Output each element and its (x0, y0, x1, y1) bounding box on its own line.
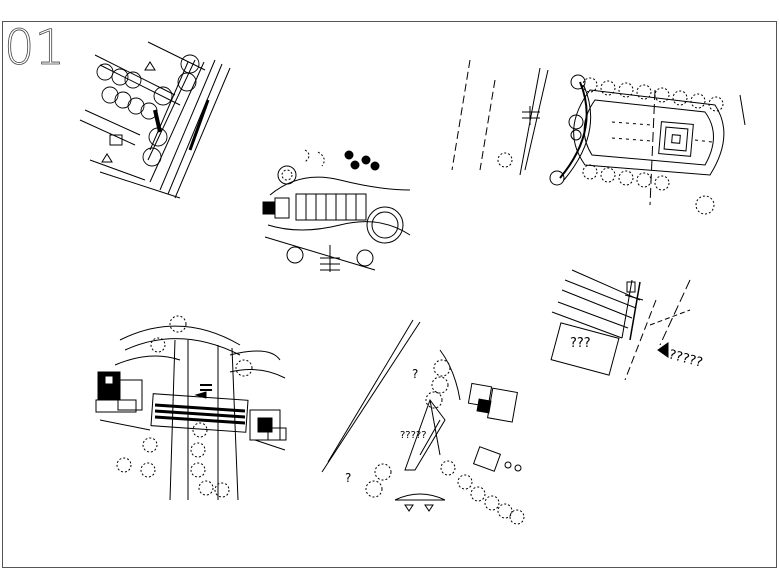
sheet-frame (2, 21, 777, 568)
sheet-number: 01 (4, 20, 65, 76)
arrow-marker (657, 342, 669, 358)
lot-box (550, 322, 620, 376)
bottom-center-label-left: ????? (400, 430, 427, 441)
bottom-center-label-top: ? (412, 367, 418, 381)
vignette-road-crossing (95, 315, 287, 501)
mid-right-arrow-label: ????? (667, 347, 704, 370)
bottom-center-label-bottom: ? (345, 471, 351, 485)
vignette-roundabout (262, 149, 411, 272)
vignette-riverside-path (321, 319, 525, 525)
vignette-intersection (79, 41, 231, 199)
vignette-gate-entrance (550, 269, 691, 381)
mid-right-box-label: ??? (570, 336, 591, 351)
vignette-oval-plaza (451, 59, 746, 215)
